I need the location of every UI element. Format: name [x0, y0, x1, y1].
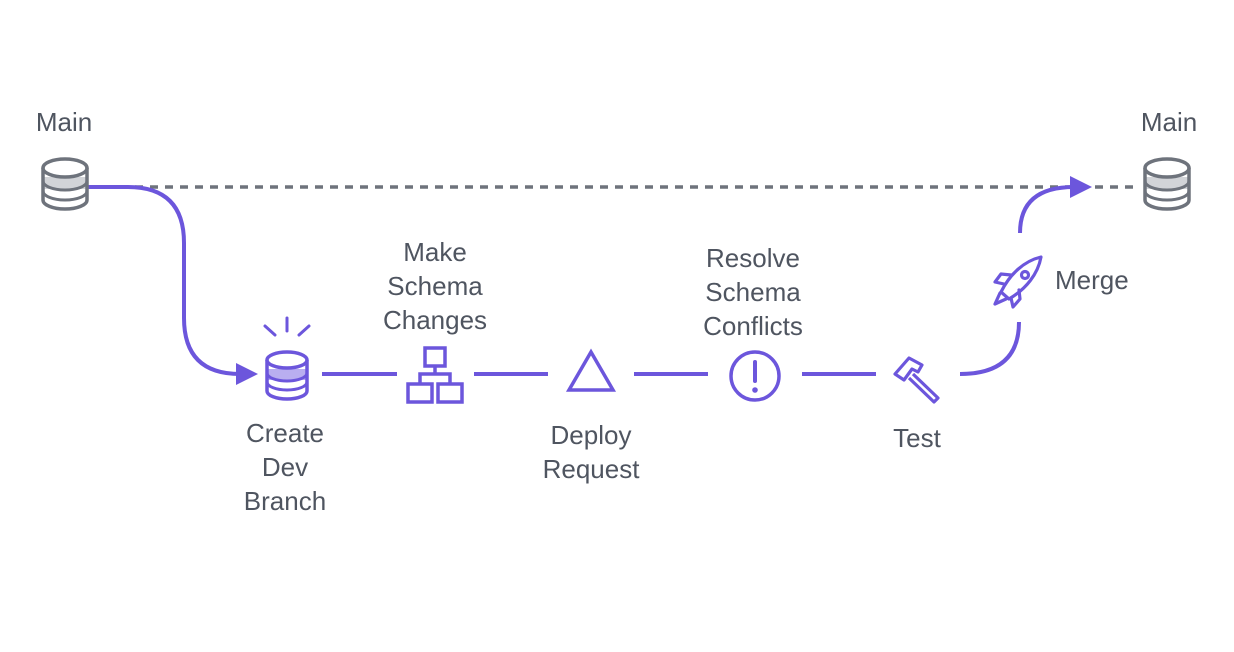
- deploy-request-line-2: Request: [542, 454, 640, 484]
- hammer-icon: [893, 356, 940, 404]
- main-end-database-icon: [1143, 157, 1191, 211]
- alert-circle-icon: [729, 350, 781, 402]
- dev-branch-database-icon: [265, 350, 309, 401]
- deploy-request-label: Deploy Request: [543, 418, 640, 486]
- create-dev-branch-line-1: Create: [245, 418, 325, 448]
- triangle-icon: [565, 348, 617, 392]
- merge-curve-upper: [1018, 185, 1075, 234]
- branch-curve: [88, 185, 241, 376]
- rocket-icon: [993, 255, 1043, 309]
- resolve-schema-conflicts-line-3: Conflicts: [703, 311, 803, 341]
- make-schema-changes-label: Make Schema Changes: [383, 235, 487, 337]
- make-schema-changes-line-2: Schema: [387, 271, 483, 301]
- branch-arrowhead: [236, 363, 258, 385]
- make-schema-changes-line-1: Make: [403, 237, 467, 267]
- schema-tree-icon: [406, 346, 464, 404]
- main-end-label: Main: [1140, 107, 1198, 137]
- sparkle-icon: [263, 316, 311, 337]
- test-label: Test: [893, 421, 941, 455]
- resolve-schema-conflicts-line-1: Resolve: [706, 243, 800, 273]
- main-start-label: Main: [35, 107, 93, 137]
- deploy-request-line-1: Deploy: [550, 420, 632, 450]
- merge-arrowhead: [1070, 176, 1092, 198]
- merge-line-1: Merge: [1055, 265, 1129, 295]
- merge-label: Merge: [1055, 263, 1129, 297]
- resolve-schema-conflicts-line-2: Schema: [705, 277, 801, 307]
- main-start-database-icon: [41, 157, 89, 211]
- make-schema-changes-line-3: Changes: [382, 305, 488, 335]
- create-dev-branch-line-2: Dev: [261, 452, 309, 482]
- resolve-schema-conflicts-label: Resolve Schema Conflicts: [703, 241, 803, 343]
- create-dev-branch-label: Create Dev Branch: [244, 416, 326, 518]
- merge-curve-lower: [959, 321, 1021, 376]
- create-dev-branch-line-3: Branch: [243, 486, 327, 516]
- test-line-1: Test: [893, 423, 941, 453]
